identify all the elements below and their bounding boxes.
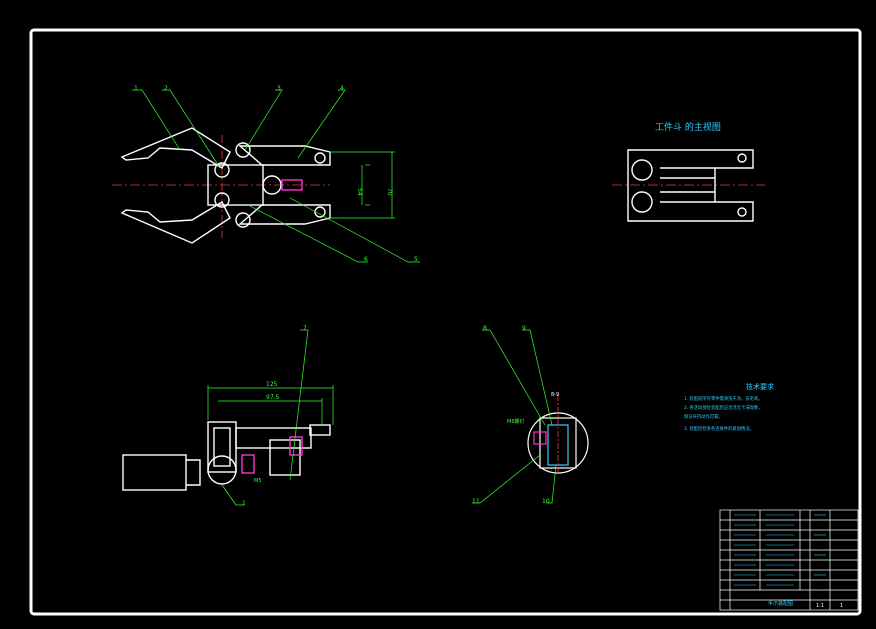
drawing-border [29, 28, 862, 616]
detail-top-label: 8-9 [551, 392, 559, 398]
detail-note: M6螺钉 [507, 418, 525, 425]
side-dimensions [207, 329, 334, 506]
drawing-scale: 1:1 [816, 603, 824, 609]
upper-link [238, 145, 331, 166]
pin-center [262, 175, 282, 195]
pin-lower-mid [235, 212, 251, 228]
pin-right-upper [314, 152, 326, 164]
callout-8: 8 [483, 325, 487, 332]
gripper-main-view [112, 89, 420, 263]
cylinder-body [122, 454, 187, 491]
workpiece-pin-upper [737, 153, 747, 163]
callout-4: 4 [340, 85, 344, 92]
tech-item-2: 2. 各活动部位装配后应灵活无卡滞现象， [684, 404, 763, 411]
side-note: M5 [254, 478, 262, 484]
tech-item-1: 1. 装配前所有零件需清洗干净，去毛刺。 [684, 395, 763, 402]
tech-requirements-list: 1. 装配前所有零件需清洗干净，去毛刺。 2. 各活动部位装配后应灵活无卡滞现象… [684, 395, 763, 432]
upper-jaw [120, 127, 231, 169]
pin-upper-mid [235, 142, 251, 158]
lower-link [238, 204, 331, 225]
side-bracket [207, 421, 237, 473]
workpiece-hole-upper [631, 159, 653, 181]
callout-6: 6 [364, 256, 368, 263]
piston-rod [281, 179, 303, 191]
drawing-sheet: 1 [840, 603, 843, 609]
title-block [719, 509, 859, 611]
side-tip [309, 424, 331, 436]
side-joint [207, 455, 237, 485]
callout-5: 5 [414, 256, 418, 263]
callout-1b: 1 [242, 500, 246, 507]
callout-9: 9 [522, 325, 526, 332]
lower-jaw [120, 201, 231, 244]
dim-height-small: 54 [356, 188, 363, 196]
callout-1: 1 [134, 85, 138, 92]
gripper-side-view [122, 329, 334, 506]
tech-item-4: 3. 装配后检查各连接件的紧固情况。 [684, 425, 754, 432]
pin-right-lower [314, 206, 326, 218]
detail-leaders [472, 329, 557, 504]
dim-height-large: 70 [386, 188, 393, 196]
callout-2: 2 [164, 85, 168, 92]
callout-7: 7 [303, 325, 307, 332]
tech-item-3: 保证夹持动作可靠。 [684, 413, 723, 420]
callout-10: 10 [542, 498, 550, 505]
tech-requirements-title: 技术要求 [746, 382, 774, 391]
main-view-leaders [132, 89, 420, 263]
dim-length-overall: 125 [266, 381, 278, 388]
pin-lower-left [214, 192, 230, 208]
detail-view [472, 329, 589, 504]
callout-3: 3 [277, 85, 281, 92]
dim-length-inner: 97.5 [266, 394, 280, 401]
workpiece-view-title: 工件斗 的主视图 [655, 121, 721, 133]
pin-upper-left [214, 162, 230, 178]
drawing-name: 手爪装配图 [768, 600, 793, 607]
workpiece-view [612, 149, 765, 222]
height-dimensions [330, 151, 395, 219]
callout-11: 11 [472, 498, 480, 505]
side-arm [235, 427, 312, 449]
workpiece-pin-lower [737, 207, 747, 217]
bom-cell-marks [734, 514, 826, 586]
workpiece-hole-lower [631, 191, 653, 213]
